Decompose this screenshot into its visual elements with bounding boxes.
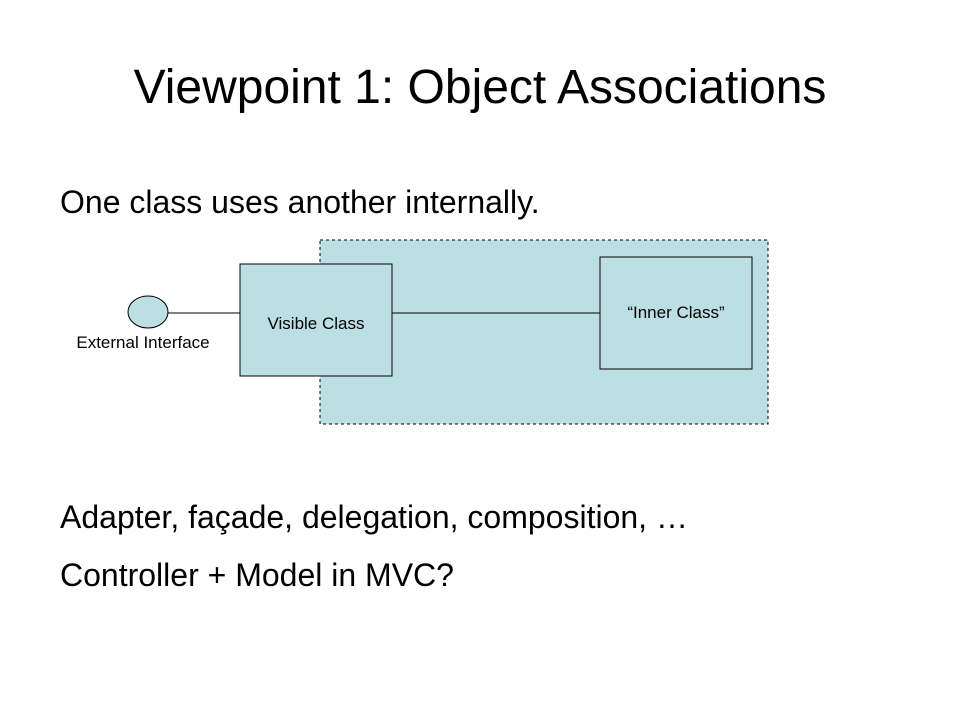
bullet-text: Adapter, façade, delegation, composition… [60,499,688,535]
inner-class-label: “Inner Class” [627,303,725,322]
external-interface-label: External Interface [76,333,209,352]
bullet-text: Controller + Model in MVC? [60,557,454,593]
slide-title: Viewpoint 1: Object Associations [133,61,827,114]
visible-class-box [239,263,393,377]
visible-class-label: Visible Class [267,314,364,333]
bullet-text: One class uses another internally. [60,184,540,220]
inner-class-box [599,256,753,370]
external-interface-icon [127,295,169,329]
